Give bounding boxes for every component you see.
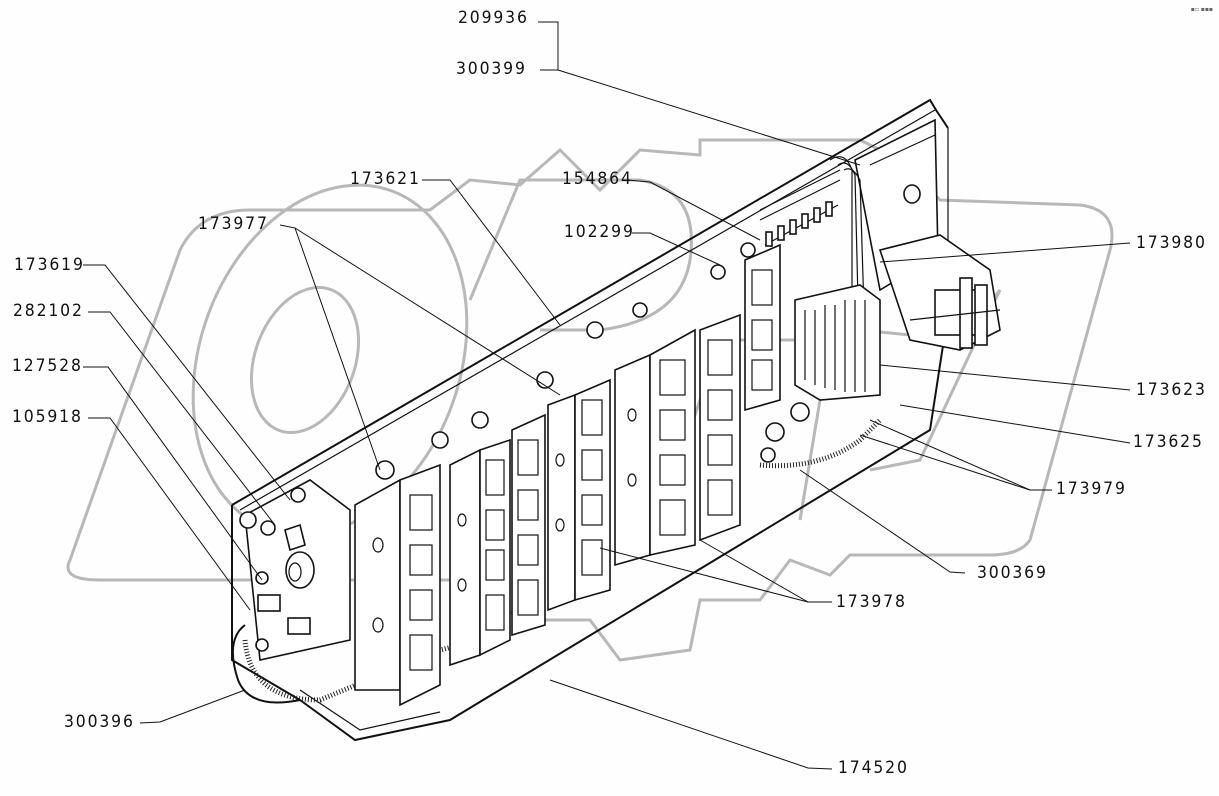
switch-bracket-173619 [239,479,351,661]
callout-173978[interactable]: 173978 [836,592,907,612]
callout-300399[interactable]: 300399 [456,59,527,79]
gasket-right [759,418,882,469]
callout-173621[interactable]: 173621 [350,169,421,189]
terminal-block-1 [354,463,441,707]
callout-173625[interactable]: 173625 [1133,432,1204,452]
callout-173977[interactable]: 173977 [198,214,269,234]
terminal-block-5 [614,328,696,567]
relay-173623 [794,284,881,401]
callout-173979[interactable]: 173979 [1056,479,1127,499]
bracket-173980 [878,234,1001,351]
callout-173623[interactable]: 173623 [1136,380,1207,400]
callout-174520[interactable]: 174520 [838,758,909,778]
gasket-300396 [242,637,481,703]
callout-127528[interactable]: 127528 [12,356,83,376]
callout-105918[interactable]: 105918 [12,407,83,427]
cable-300396 [231,624,301,704]
leader-lines [83,21,1131,770]
callout-154864[interactable]: 154864 [562,169,633,189]
callout-173619[interactable]: 173619 [14,255,85,275]
terminal-block-7 [744,243,781,412]
callout-282102[interactable]: 282102 [13,301,84,321]
callout-102299[interactable]: 102299 [564,222,635,242]
terminal-block-6 [699,313,741,542]
callout-209936[interactable]: 209936 [458,8,529,28]
callout-300396[interactable]: 300396 [64,712,135,732]
cable-harness-154864 [759,156,865,311]
terminal-block-4 [547,378,611,612]
corner-mark: ▪▫ ▪▪▪ [1190,6,1213,13]
callout-300369[interactable]: 300369 [977,563,1048,583]
terminal-block-3 [511,413,546,637]
terminal-blocks [354,243,781,707]
terminal-block-2 [449,438,511,667]
backplate-174520 [231,98,951,742]
callout-173980[interactable]: 173980 [1136,233,1207,253]
bolts [375,242,810,480]
